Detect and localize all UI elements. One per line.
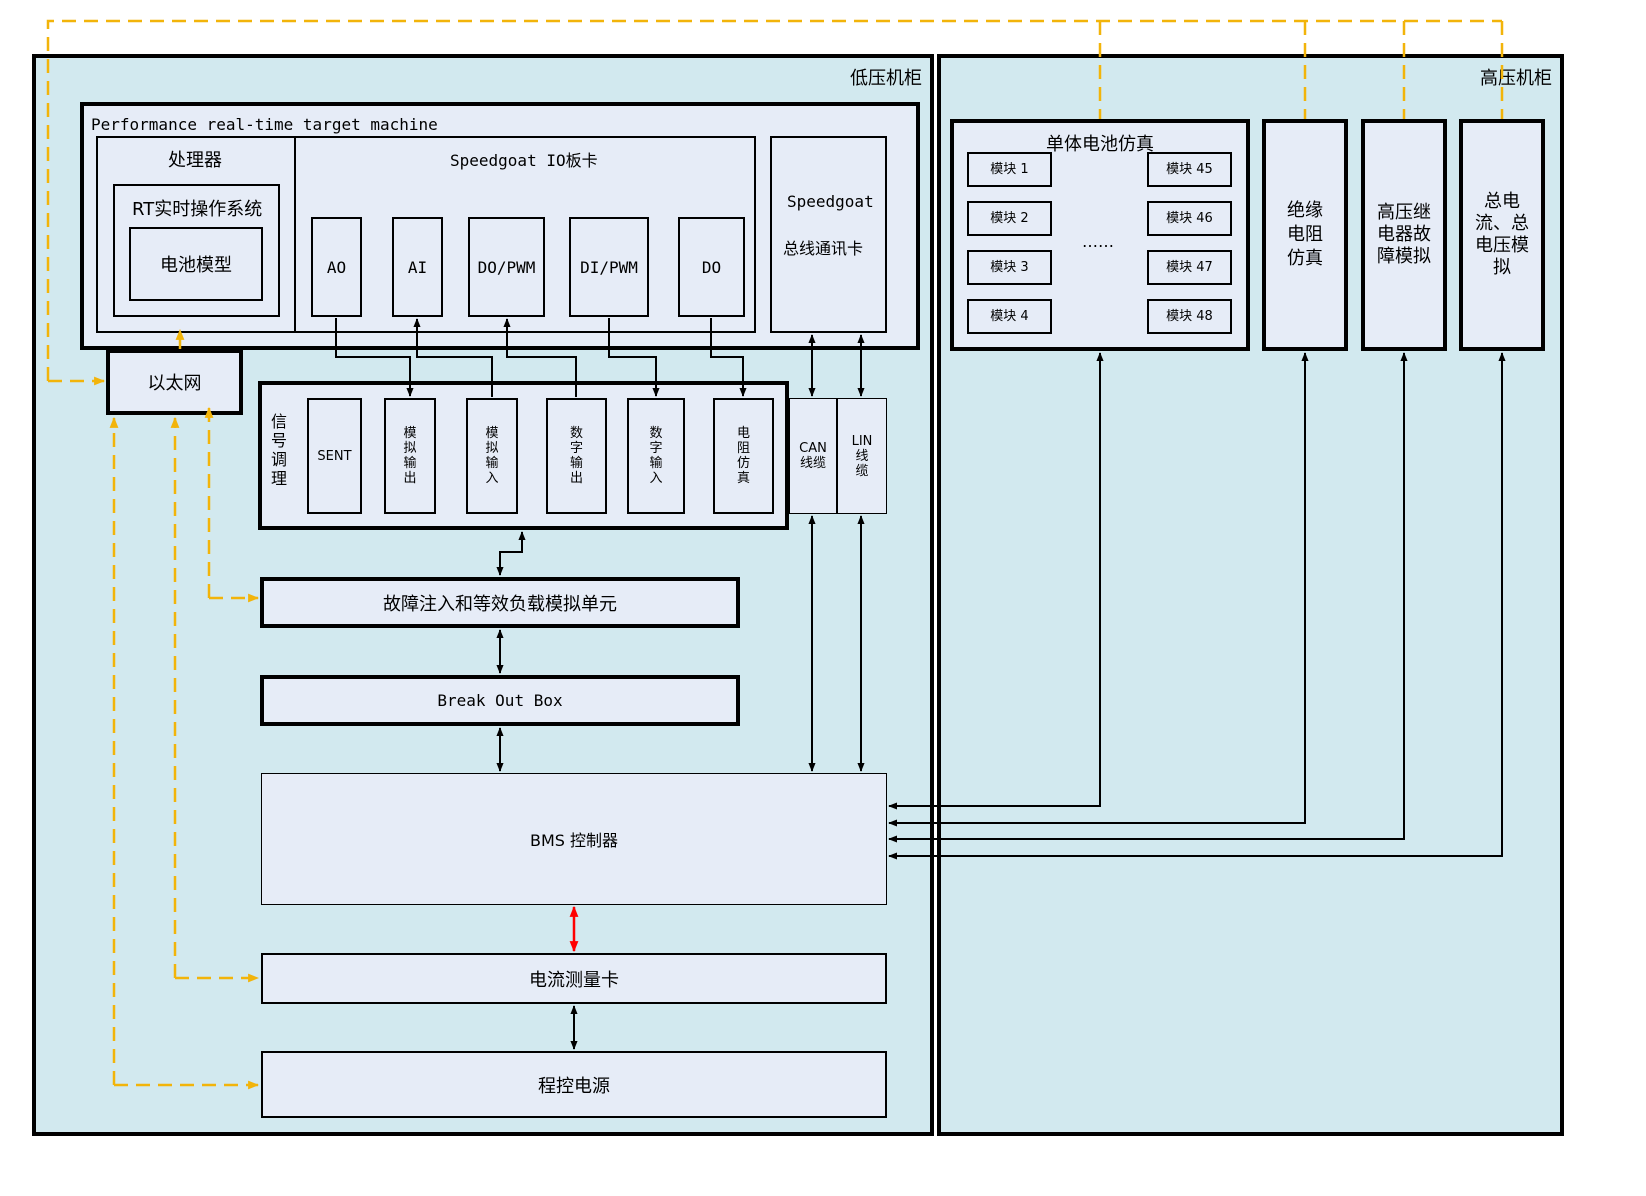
module-4: 模块 4 <box>967 299 1052 334</box>
ethernet-link-top-bus <box>46 19 1502 381</box>
signal-channel-sent: SENT <box>307 398 362 514</box>
link-insulation-bms <box>888 352 1309 827</box>
signal-channel-digital-in: 数字输入 <box>627 398 685 514</box>
can-cable-block: CAN线缆 <box>789 398 837 514</box>
module-46: 模块 46 <box>1147 201 1232 236</box>
fault-injection-unit: 故障注入和等效负载模拟单元 <box>260 577 740 628</box>
link-signal-fault <box>496 531 526 576</box>
bus-card-label-2: 总线通讯卡 <box>783 239 864 258</box>
signal-conditioning-title: 信号调理 <box>270 412 287 488</box>
signal-channel-analog-out: 模拟输出 <box>384 398 436 514</box>
io-channel-do: DO <box>678 217 745 317</box>
cell-simulation-title: 单体电池仿真 <box>1046 134 1154 155</box>
module-ellipsis: …… <box>1082 232 1114 251</box>
module-48: 模块 48 <box>1147 299 1232 334</box>
current-measurement-card: 电流测量卡 <box>261 953 887 1004</box>
break-out-box: Break Out Box <box>260 675 740 726</box>
link-relay-bms <box>888 352 1408 843</box>
module-45: 模块 45 <box>1147 152 1232 187</box>
processor-label: 处理器 <box>168 150 222 171</box>
io-channel-ai: AI <box>392 217 443 317</box>
battery-model-block: 电池模型 <box>129 227 263 301</box>
total-current-voltage-sim: 总电流、总电压模拟 <box>1459 119 1545 351</box>
hv-relay-fault-sim: 高压继电器故障模拟 <box>1361 119 1447 351</box>
module-1: 模块 1 <box>967 152 1052 187</box>
signal-channel-digital-out: 数字输出 <box>546 398 607 514</box>
signal-channel-resistor-sim: 电阻仿真 <box>713 398 774 514</box>
io-channel-di-pwm: DI/PWM <box>569 217 649 317</box>
bms-controller: BMS 控制器 <box>261 773 887 905</box>
link-dopwm-digital-out <box>503 318 577 397</box>
io-channel-ao: AO <box>311 217 362 317</box>
high-voltage-cabinet-label: 高压机柜 <box>1480 68 1552 89</box>
lin-cable-block: LIN线缆 <box>837 398 887 514</box>
module-2: 模块 2 <box>967 201 1052 236</box>
link-cellsim-bms <box>888 352 1104 810</box>
link-total-bms <box>888 352 1506 860</box>
low-voltage-cabinet-label: 低压机柜 <box>850 68 922 89</box>
bus-card-block <box>770 136 887 333</box>
module-47: 模块 47 <box>1147 250 1232 285</box>
link-dipwm-digital-in <box>608 318 660 397</box>
io-channel-do-pwm: DO/PWM <box>468 217 545 317</box>
insulation-resistance-sim: 绝缘电阻仿真 <box>1262 119 1348 351</box>
rtos-label: RT实时操作系统 <box>132 199 263 220</box>
signal-channel-analog-in: 模拟输入 <box>466 398 518 514</box>
io-card-label: Speedgoat IO板卡 <box>450 151 598 170</box>
bus-card-label-1: Speedgoat <box>787 192 874 211</box>
target-machine-title: Performance real-time target machine <box>91 115 438 134</box>
ethernet-block: 以太网 <box>106 349 243 415</box>
link-ao-analog-out <box>335 318 414 397</box>
module-3: 模块 3 <box>967 250 1052 285</box>
programmable-power-supply: 程控电源 <box>261 1051 887 1118</box>
link-do-resistor <box>710 318 747 397</box>
link-ai-analog-in <box>413 318 493 397</box>
